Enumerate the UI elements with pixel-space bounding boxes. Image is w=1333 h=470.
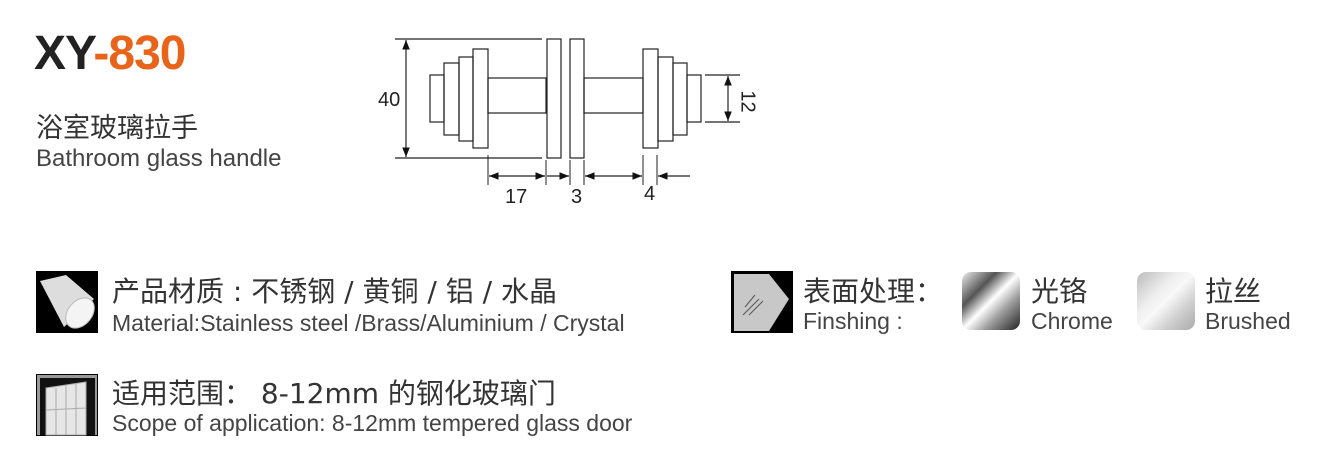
glass-pane-icon <box>731 271 793 333</box>
brushed-label-cn: 拉丝 <box>1205 275 1262 308</box>
chrome-label-en: Chrome <box>1031 308 1113 334</box>
door-icon <box>36 374 98 436</box>
dim-plate-label: 4 <box>644 183 656 205</box>
product-name-en: Bathroom glass handle <box>36 145 282 172</box>
material-cylinder-icon <box>36 271 98 333</box>
glass-left <box>546 38 562 159</box>
model-prefix: XY <box>34 27 94 80</box>
chrome-label-cn: 光铬 <box>1031 275 1088 308</box>
finishing-label-en: Finshing : <box>803 308 903 334</box>
chrome-swatch <box>962 272 1020 330</box>
finishing-label-cn: 表面处理： <box>803 275 944 308</box>
scope-label-en: Scope of application: 8-12mm tempered gl… <box>112 410 633 436</box>
glass-right <box>569 38 585 159</box>
material-label-en: Material:Stainless steel /Brass/Aluminiu… <box>112 310 625 336</box>
scope-label-cn: 适用范围： 8-12mm 的钢化玻璃门 <box>112 377 556 410</box>
dim-knob-label: 12 <box>736 90 759 113</box>
model-title: XY-830 <box>34 26 186 81</box>
brushed-swatch <box>1137 272 1195 330</box>
dim-glass-label: 3 <box>571 186 583 208</box>
material-label-cn: 产品材质 : 不锈钢 / 黄铜 / 铝 / 水晶 <box>112 275 557 308</box>
brushed-label-en: Brushed <box>1205 308 1291 334</box>
dimension-diagram <box>395 38 740 185</box>
dim-shaft-label: 17 <box>505 186 528 208</box>
dim-height-label: 40 <box>378 89 401 111</box>
product-name-cn: 浴室玻璃拉手 <box>36 113 198 144</box>
model-code: -830 <box>93 27 186 80</box>
